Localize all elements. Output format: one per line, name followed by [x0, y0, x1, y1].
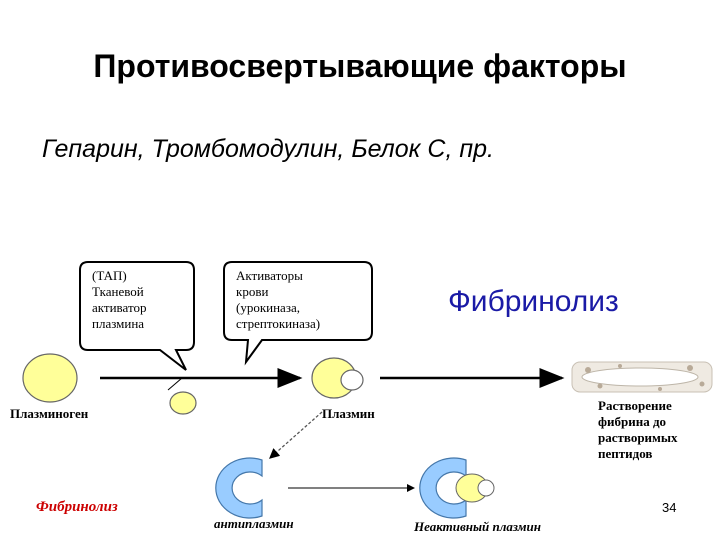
callout-tap-line: Тканевой: [92, 284, 144, 299]
callout-tap: (ТАП) Тканевой активатор плазмина: [80, 262, 194, 370]
callout-tap-line: (ТАП): [92, 268, 127, 283]
inhibition-arrow: [270, 412, 322, 458]
antiplasmin-shape: [216, 458, 262, 518]
activator-circle: [170, 392, 196, 414]
fibrinolysis-red-label: Фибринолиз: [36, 499, 118, 515]
plasmin-active-site: [341, 370, 363, 390]
slide-number: 34: [662, 500, 676, 515]
callout-activators-line: крови: [236, 284, 268, 299]
callout-activators-line: Активаторы: [236, 268, 303, 283]
fibrin-clot: [572, 362, 712, 392]
callout-blood-activators: Активаторы крови (урокиназа, стрептокина…: [224, 262, 372, 362]
result-line: Растворение: [598, 398, 672, 413]
callout-tap-line: активатор: [92, 300, 146, 315]
callout-activators-line: стрептокиназа): [236, 316, 320, 331]
plasmin-label: Плазмин: [322, 406, 375, 421]
result-line: фибрина до: [598, 414, 666, 429]
fibrinolysis-heading: Фибринолиз: [448, 285, 619, 319]
plasminogen-label: Плазминоген: [10, 406, 89, 421]
plasminogen-circle: [23, 354, 77, 402]
svg-text:Растворение фибрина до: Растворение фибрина до растворимых пепти…: [598, 398, 681, 461]
result-line: растворимых: [598, 430, 678, 445]
callout-activators-line: (урокиназа,: [236, 300, 300, 315]
inactive-complex-site: [478, 480, 494, 496]
inactive-plasmin-label: Неактивный плазмин: [413, 519, 541, 534]
antiplasmin-label: антиплазмин: [214, 516, 294, 531]
result-line: пептидов: [598, 446, 652, 461]
callout-tap-line: плазмина: [92, 316, 144, 331]
activator-connector: [168, 378, 182, 390]
